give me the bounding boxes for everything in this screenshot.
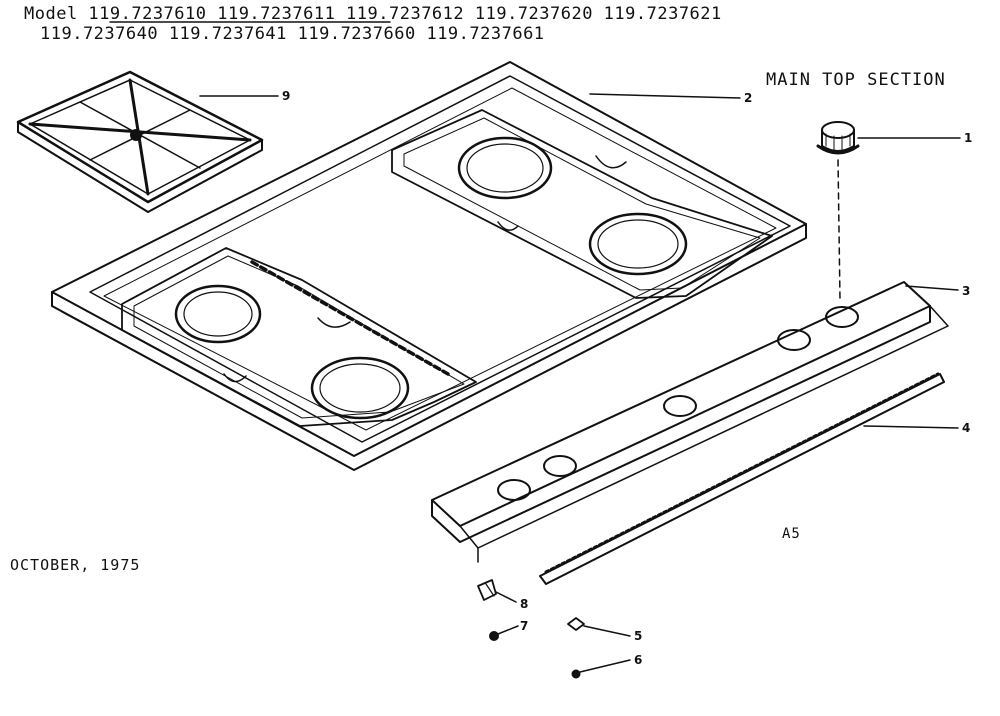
bracket <box>477 579 497 601</box>
model-list-line-2: 119.7237640 119.7237641 119.7237660 119.… <box>40 24 545 44</box>
main-top <box>51 61 807 471</box>
callout-5: 5 <box>634 629 642 643</box>
page-code: A5 <box>782 526 801 542</box>
callout-1: 1 <box>964 131 972 145</box>
date-label: OCTOBER, 1975 <box>10 556 141 574</box>
callout-2: 2 <box>744 91 752 105</box>
callout-7: 7 <box>520 619 528 633</box>
screw-b <box>489 631 499 641</box>
callout-6: 6 <box>634 653 642 667</box>
manifold-panel <box>431 281 949 563</box>
callout-4: 4 <box>962 421 970 435</box>
section-title: MAIN TOP SECTION <box>766 70 946 90</box>
burner-grate <box>16 70 264 213</box>
callout-3: 3 <box>962 284 970 298</box>
knob <box>816 121 860 301</box>
trim-strip <box>539 372 945 585</box>
leader-lines <box>199 93 961 673</box>
callout-8: 8 <box>520 597 528 611</box>
clip <box>567 617 585 631</box>
model-list-line-1: Model 119.7237610 119.7237611 119.723761… <box>24 4 722 24</box>
screw-a <box>571 669 581 679</box>
callout-9: 9 <box>282 89 290 103</box>
